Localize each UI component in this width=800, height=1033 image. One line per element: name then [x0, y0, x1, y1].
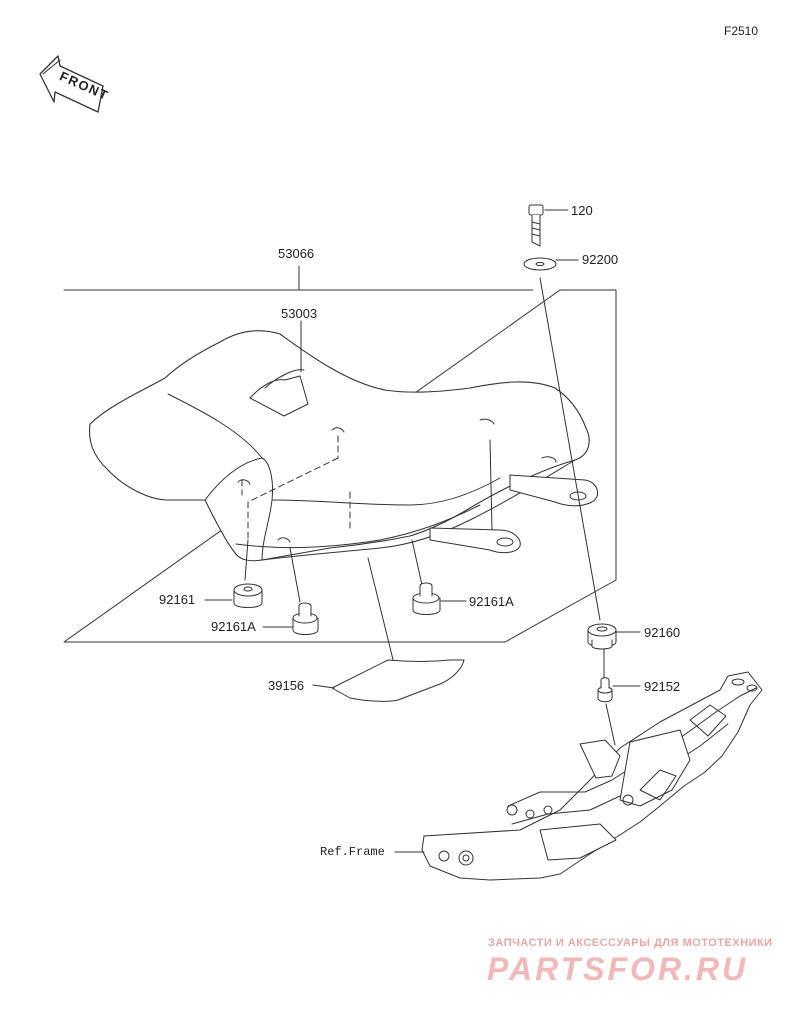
damper-92161a-left [262, 602, 319, 635]
rear-frame [394, 671, 763, 881]
part-label-92200: 92200 [582, 252, 619, 267]
damper-92161 [204, 583, 263, 608]
part-label-92161: 92161 [159, 592, 196, 607]
seat-patch-53003 [249, 320, 309, 417]
leader-39156-h [312, 684, 335, 689]
leader-frame-axis [605, 703, 616, 746]
damper-92161a-right [412, 582, 467, 615]
part-label-92161a-right: 92161A [469, 594, 514, 609]
leader-mount [489, 439, 493, 531]
hole-marker [277, 537, 291, 543]
part-label-92152: 92152 [644, 679, 681, 694]
hole-marker [331, 427, 345, 433]
watermark-logo: PARTSFOR.RU [487, 951, 749, 987]
part-label-92160: 92160 [644, 625, 681, 640]
leader-92161 [244, 539, 249, 581]
leader-39156 [367, 557, 399, 681]
leader-92161a-right [411, 539, 423, 586]
ref-frame-label: Ref.Frame [320, 845, 385, 859]
part-label-92161a-left: 92161A [211, 619, 256, 634]
leader-92161a-left [289, 547, 301, 603]
front-arrow-icon: FRONT [39, 55, 111, 113]
collar-92152 [597, 677, 641, 703]
seat-pad-39156 [312, 659, 465, 702]
seat [88, 330, 590, 562]
figure-code: F2510 [724, 24, 759, 38]
dashed-alignment-lines [241, 435, 351, 541]
washer-92200 [523, 257, 579, 271]
watermark-tagline: ЗАПЧАСТИ И АКСЕССУАРЫ ДЛЯ МОТОТЕХНИКИ [488, 937, 773, 949]
part-label-53003: 53003 [281, 306, 318, 321]
leader-bolt-axis [539, 277, 601, 621]
part-label-39156: 39156 [268, 678, 305, 693]
grommet-92160 [587, 623, 641, 650]
part-label-53066: 53066 [278, 246, 315, 261]
hole-marker [237, 479, 251, 485]
bolt-120 [528, 204, 569, 247]
part-label-120: 120 [571, 203, 593, 218]
